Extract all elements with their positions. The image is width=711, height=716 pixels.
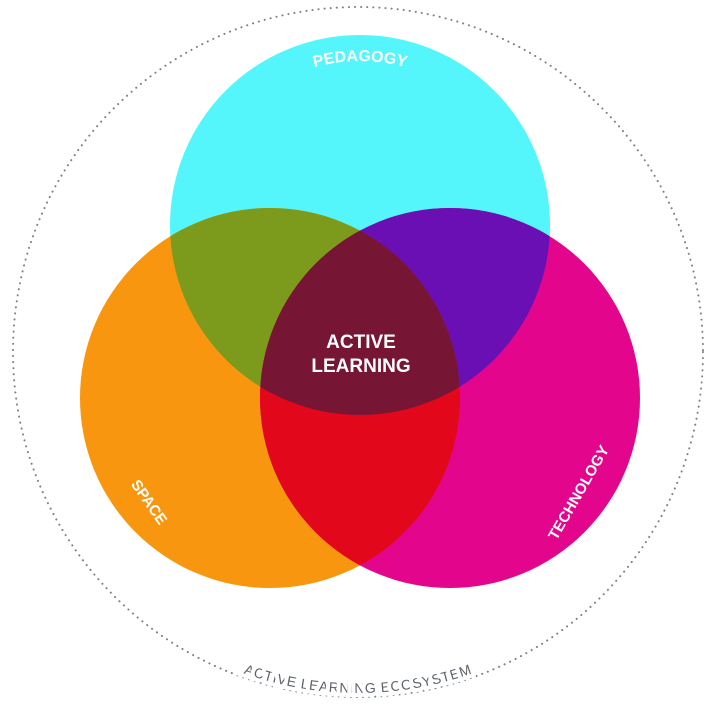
active-label: ACTIVE — [326, 332, 396, 353]
pedagogy-label: PEDAGOGY — [311, 48, 409, 71]
learning-label: LEARNING — [311, 356, 410, 377]
ecosystem-label: ACTIVE LEARNING ECOSYSTEM — [242, 661, 473, 696]
ecosystem-boundary — [12, 6, 704, 698]
